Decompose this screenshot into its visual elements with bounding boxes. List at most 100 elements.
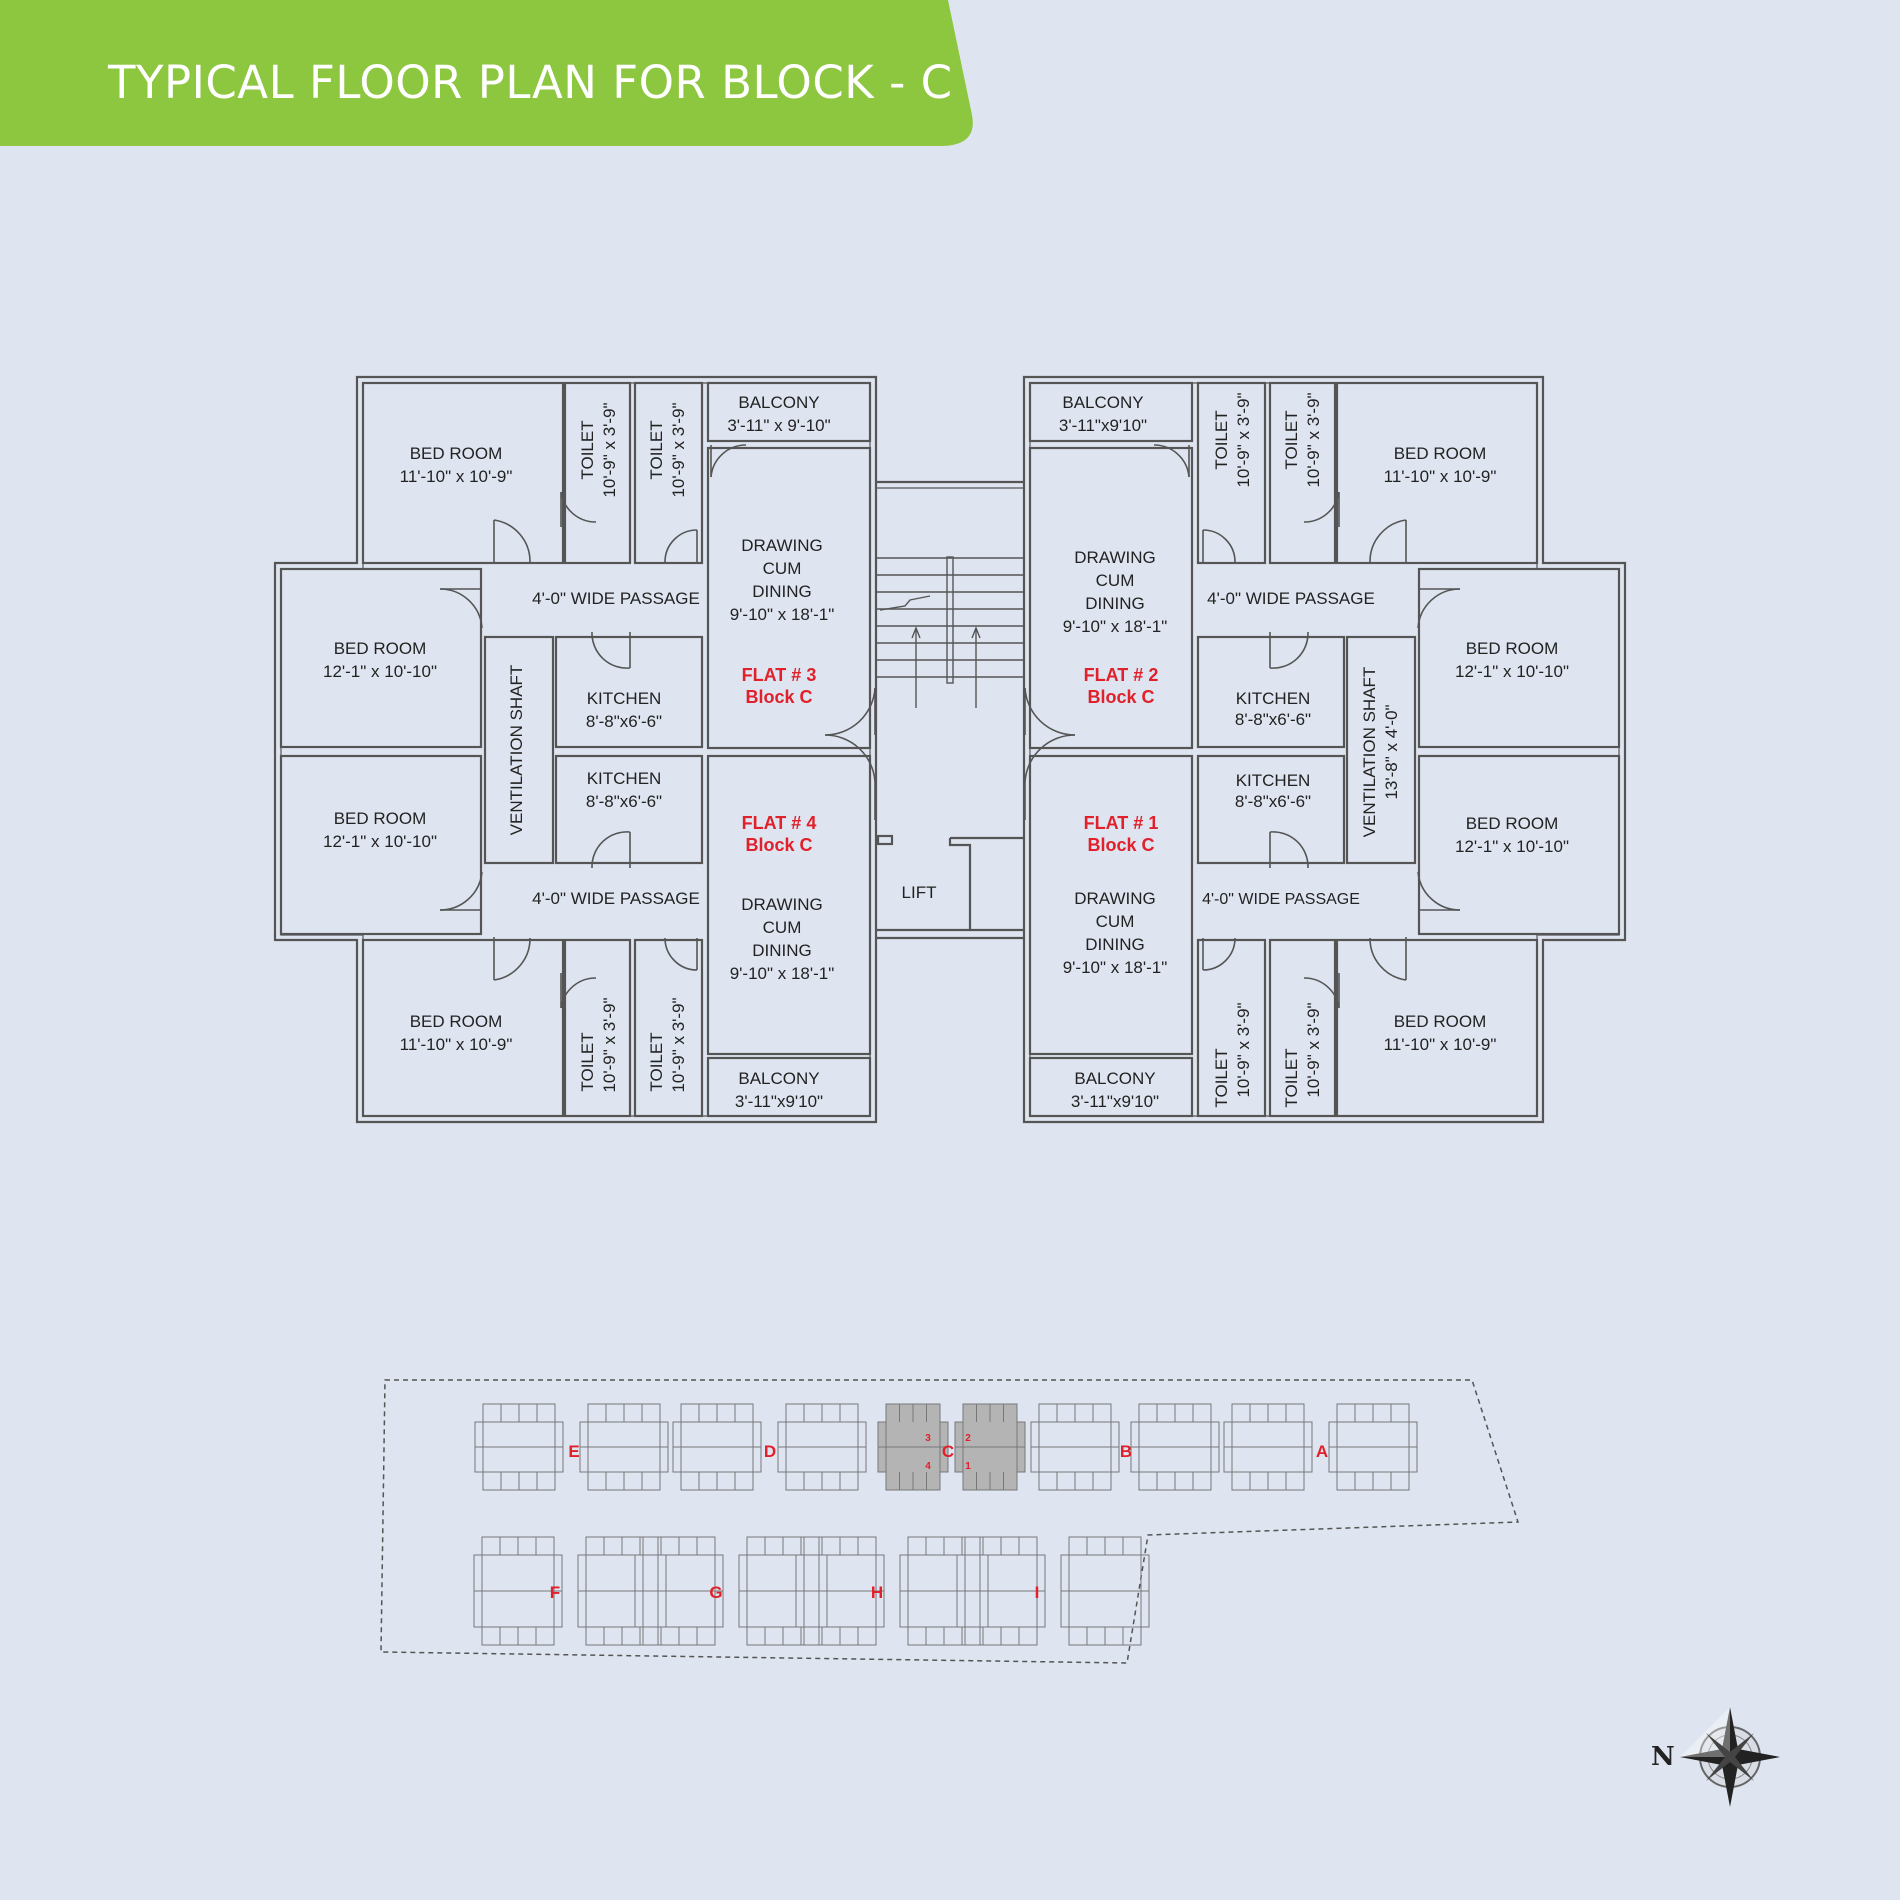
label-bedroom-flat3-tl: BED ROOM [410,444,503,463]
staircase [876,556,1024,708]
bedroom-flat4-l [279,754,483,936]
label-toilet: TOILET [578,420,597,479]
label-drawing-flat3-dining: DINING [752,582,812,601]
size-drawing-flat3: 9'-10" x 18'-1" [730,605,835,624]
label-toilet: TOILET [1282,1048,1301,1107]
size-drawing-flat4: 9'-10" x 18'-1" [730,964,835,983]
balcony-flat3 [706,381,872,443]
label-bedroom-flat4-bl: BED ROOM [410,1012,503,1031]
compass-rose-icon [1680,1707,1780,1807]
size-bedroom-flat1-br: 11'-10" x 10'-9" [1384,1035,1497,1054]
label-shaft-right: VENTILATION SHAFT [1360,667,1379,838]
label-kitchen-flat1: KITCHEN [1236,771,1311,790]
label-bedroom-flat3-l: BED ROOM [334,639,427,658]
size-balcony-flat2: 3'-11"x9'10" [1059,416,1147,435]
flat-number-2: FLAT # 2 [1084,665,1159,685]
label-drawing-flat3: DRAWING [741,536,823,555]
label-passage-flat3: 4'-0" WIDE PASSAGE [532,589,700,608]
title-banner [0,0,973,146]
size-kitchen-flat2: 8'-8"x6'-6" [1235,710,1311,729]
label-drawing-flat1-dining: DINING [1085,935,1145,954]
bedroom-flat1-r [1417,754,1621,936]
kitchen-flat1 [1196,754,1346,865]
size-shaft-right: 13'-8" x 4'-0" [1382,704,1401,799]
drawing-flat3 [706,446,872,750]
size-bedroom-flat3-l: 12'-1" x 10'-10" [323,662,437,681]
label-shaft-left: VENTILATION SHAFT [507,665,526,836]
left-wing-outline [273,375,878,1124]
key-block-h: H [871,1583,883,1602]
label-drawing-flat2-cum: CUM [1096,571,1135,590]
drawing-flat4 [706,754,872,1056]
kitchen-flat2 [1196,635,1346,749]
key-flat-3: 3 [925,1433,931,1444]
size-toilet: 10'-9" x 3'-9" [1304,392,1323,487]
ventilation-shaft-left [483,635,555,865]
size-toilet: 10'-9" x 3'-9" [1234,392,1253,487]
label-toilet: TOILET [1282,410,1301,469]
label-balcony-flat4: BALCONY [738,1069,819,1088]
key-flat-1: 1 [965,1461,971,1472]
size-balcony-flat4: 3'-11"x9'10" [735,1092,823,1111]
drawing-flat2 [1028,446,1194,750]
size-toilet: 10'-9" x 3'-9" [1304,1002,1323,1097]
key-block-c: C [942,1442,954,1461]
label-toilet: TOILET [578,1032,597,1091]
size-bedroom-flat4-bl: 11'-10" x 10'-9" [400,1035,513,1054]
bedroom-flat4-bl [361,938,565,1118]
right-wing-outline [1022,375,1627,1124]
kitchen-flat4 [554,754,704,865]
bedroom-flat2-tr [1335,381,1539,565]
label-toilet: TOILET [647,420,666,479]
size-kitchen-flat3: 8'-8"x6'-6" [586,712,662,731]
label-drawing-flat4: DRAWING [741,895,823,914]
size-balcony-flat1: 3'-11"x9'10" [1071,1092,1159,1111]
size-toilet: 10'-9" x 3'-9" [1234,1002,1253,1097]
label-bedroom-flat4-l: BED ROOM [334,809,427,828]
label-passage-flat4: 4'-0" WIDE PASSAGE [532,889,700,908]
flat-number-4: FLAT # 4 [742,813,817,833]
size-bedroom-flat3-tl: 11'-10" x 10'-9" [400,467,513,486]
label-drawing-flat4-cum: CUM [763,918,802,937]
size-kitchen-flat1: 8'-8"x6'-6" [1235,792,1311,811]
bedroom-flat3-l [279,567,483,749]
label-balcony-flat1: BALCONY [1074,1069,1155,1088]
size-drawing-flat2: 9'-10" x 18'-1" [1063,617,1168,636]
key-block-b: B [1120,1442,1132,1461]
label-drawing-flat2-dining: DINING [1085,594,1145,613]
key-block-d: D [764,1442,776,1461]
size-bedroom-flat2-tr: 11'-10" x 10'-9" [1384,467,1497,486]
bedroom-flat2-r [1417,567,1621,749]
label-bedroom-flat2-r: BED ROOM [1466,639,1559,658]
drawing-flat1 [1028,754,1194,1056]
page-title: TYPICAL FLOOR PLAN FOR BLOCK - C [108,56,953,109]
label-drawing-flat1: DRAWING [1074,889,1156,908]
label-bedroom-flat2-tr: BED ROOM [1394,444,1487,463]
label-drawing-flat4-dining: DINING [752,941,812,960]
key-block-g: G [709,1583,722,1602]
label-lift: LIFT [902,883,937,902]
ventilation-shaft-right [1345,635,1417,865]
flat-number-3: FLAT # 3 [742,665,817,685]
size-kitchen-flat4: 8'-8"x6'-6" [586,792,662,811]
label-bedroom-flat1-br: BED ROOM [1394,1012,1487,1031]
bedroom-flat3-tl [361,381,565,565]
label-toilet: TOILET [1212,410,1231,469]
flat-block-3: Block C [745,687,812,707]
label-kitchen-flat3: KITCHEN [587,689,662,708]
site-boundary [380,1379,1520,1664]
size-toilet: 10'-9" x 3'-9" [669,997,688,1092]
key-block-f: F [550,1583,560,1602]
balcony-flat4 [706,1056,872,1118]
flat-block-2: Block C [1087,687,1154,707]
label-toilet: TOILET [1212,1048,1231,1107]
key-flat-4: 4 [925,1461,931,1472]
key-plan: E D C B A F G H I 3 2 4 1 [380,1379,1520,1664]
key-block-e: E [568,1442,579,1461]
label-balcony-flat2: BALCONY [1062,393,1143,412]
label-bedroom-flat1-r: BED ROOM [1466,814,1559,833]
label-passage-flat1: 4'-0" WIDE PASSAGE [1202,891,1360,908]
size-toilet: 10'-9" x 3'-9" [600,402,619,497]
key-block-a: A [1316,1442,1328,1461]
